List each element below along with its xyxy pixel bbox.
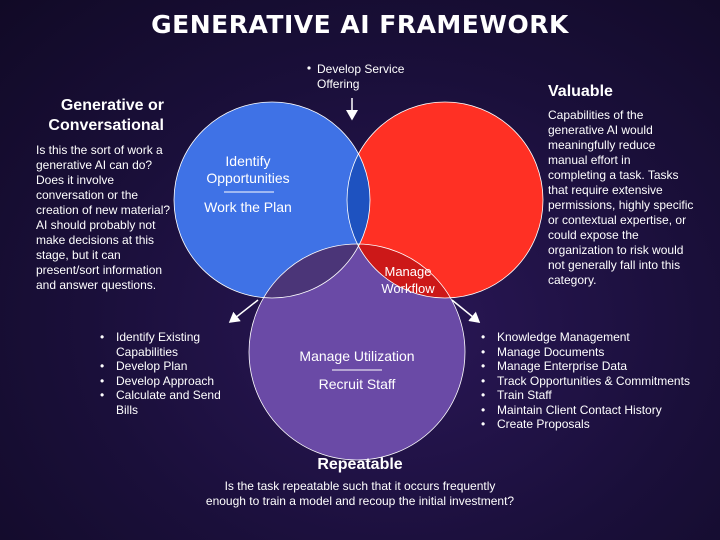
repeatable-description-line: Is the task repeatable such that it occu… bbox=[224, 479, 496, 493]
generative-description-line: present/sort information bbox=[36, 263, 163, 277]
blue-circle-label-3: Work the Plan bbox=[204, 199, 292, 215]
list-item: Track Opportunities & Commitments bbox=[481, 374, 690, 389]
purple-circle-label-2: Recruit Staff bbox=[319, 376, 396, 392]
left-arrow bbox=[228, 299, 259, 323]
generative-description-line: stage, but it can bbox=[36, 248, 121, 262]
generative-heading-line-1: Generative or bbox=[60, 97, 164, 114]
valuable-description-line: meaningfully reduce bbox=[548, 138, 656, 152]
generative-description-line: conversation or the bbox=[36, 188, 139, 202]
valuable-description-line: generative AI would bbox=[548, 123, 653, 137]
red-circle bbox=[347, 102, 543, 298]
purple-circle-label-1: Manage Utilization bbox=[299, 348, 414, 364]
valuable-description-line: not generally fall into this bbox=[548, 258, 681, 272]
valuable-description-line: that require extensive bbox=[548, 183, 663, 197]
list-item: Train Staff bbox=[481, 388, 690, 403]
top-bullet-text-1: Develop Service bbox=[317, 62, 405, 76]
repeatable-description-line: enough to train a model and recoup the i… bbox=[205, 494, 515, 508]
valuable-description-line: or contextual expertise, or bbox=[548, 213, 687, 227]
list-item: Bills bbox=[116, 402, 139, 417]
valuable-heading: Valuable bbox=[548, 83, 613, 100]
list-item: Capabilities bbox=[116, 344, 179, 359]
repeatable-description: Is the task repeatable such that it occu… bbox=[0, 479, 720, 509]
list-item: Knowledge Management bbox=[481, 330, 690, 345]
generative-heading: Generative or Conversational bbox=[30, 96, 164, 136]
list-item: Develop Plan bbox=[100, 359, 221, 374]
valuable-description-line: category. bbox=[548, 273, 597, 287]
list-item: Calculate and Send bbox=[100, 388, 221, 403]
generative-description-line: Does it involve bbox=[36, 173, 115, 187]
workflow-label-2: Workflow bbox=[381, 281, 435, 296]
list-item: Develop Approach bbox=[100, 374, 221, 389]
right-bullet-list: Knowledge ManagementManage DocumentsMana… bbox=[481, 330, 690, 432]
list-item: Identify Existing bbox=[100, 330, 221, 345]
valuable-description-line: Capabilities of the bbox=[548, 108, 644, 122]
generative-description-line: Is this the sort of work a bbox=[36, 143, 163, 157]
purple-circle bbox=[249, 244, 465, 460]
valuable-description-line: could expose the bbox=[548, 228, 639, 242]
top-bullet-dot bbox=[307, 66, 311, 70]
blue-circle-label-2: Opportunities bbox=[206, 170, 289, 186]
valuable-description-line: organization to risk would bbox=[548, 243, 684, 257]
blue-circle bbox=[174, 102, 370, 298]
list-item: Create Proposals bbox=[481, 417, 690, 432]
generative-description-line: creation of new material? bbox=[36, 203, 171, 217]
list-item: Maintain Client Contact History bbox=[481, 403, 690, 418]
list-item: Manage Enterprise Data bbox=[481, 359, 690, 374]
valuable-description-line: manual effort in bbox=[548, 153, 631, 167]
right-arrow bbox=[451, 299, 481, 323]
blue-circle-label-1: Identify bbox=[225, 153, 270, 169]
top-bullet-text-2: Offering bbox=[317, 77, 359, 91]
generative-heading-line-2: Conversational bbox=[48, 117, 164, 134]
workflow-label-1: Manage bbox=[385, 264, 432, 279]
repeatable-heading: Repeatable bbox=[317, 456, 403, 473]
generative-description-line: make decisions at this bbox=[36, 233, 155, 247]
generative-description-line: generative AI can do? bbox=[36, 158, 153, 172]
valuable-description-line: permissions, highly specific bbox=[548, 198, 694, 212]
valuable-description-line: completing a task. Tasks bbox=[548, 168, 679, 182]
left-bullet-list: Identify ExistingCapabilitiesDevelop Pla… bbox=[100, 330, 221, 417]
page-title: GENERATIVE AI FRAMEWORK bbox=[151, 10, 569, 39]
generative-description-line: AI should probably not bbox=[36, 218, 156, 232]
list-item: Manage Documents bbox=[481, 345, 690, 360]
generative-description-line: and answer questions. bbox=[36, 278, 157, 292]
